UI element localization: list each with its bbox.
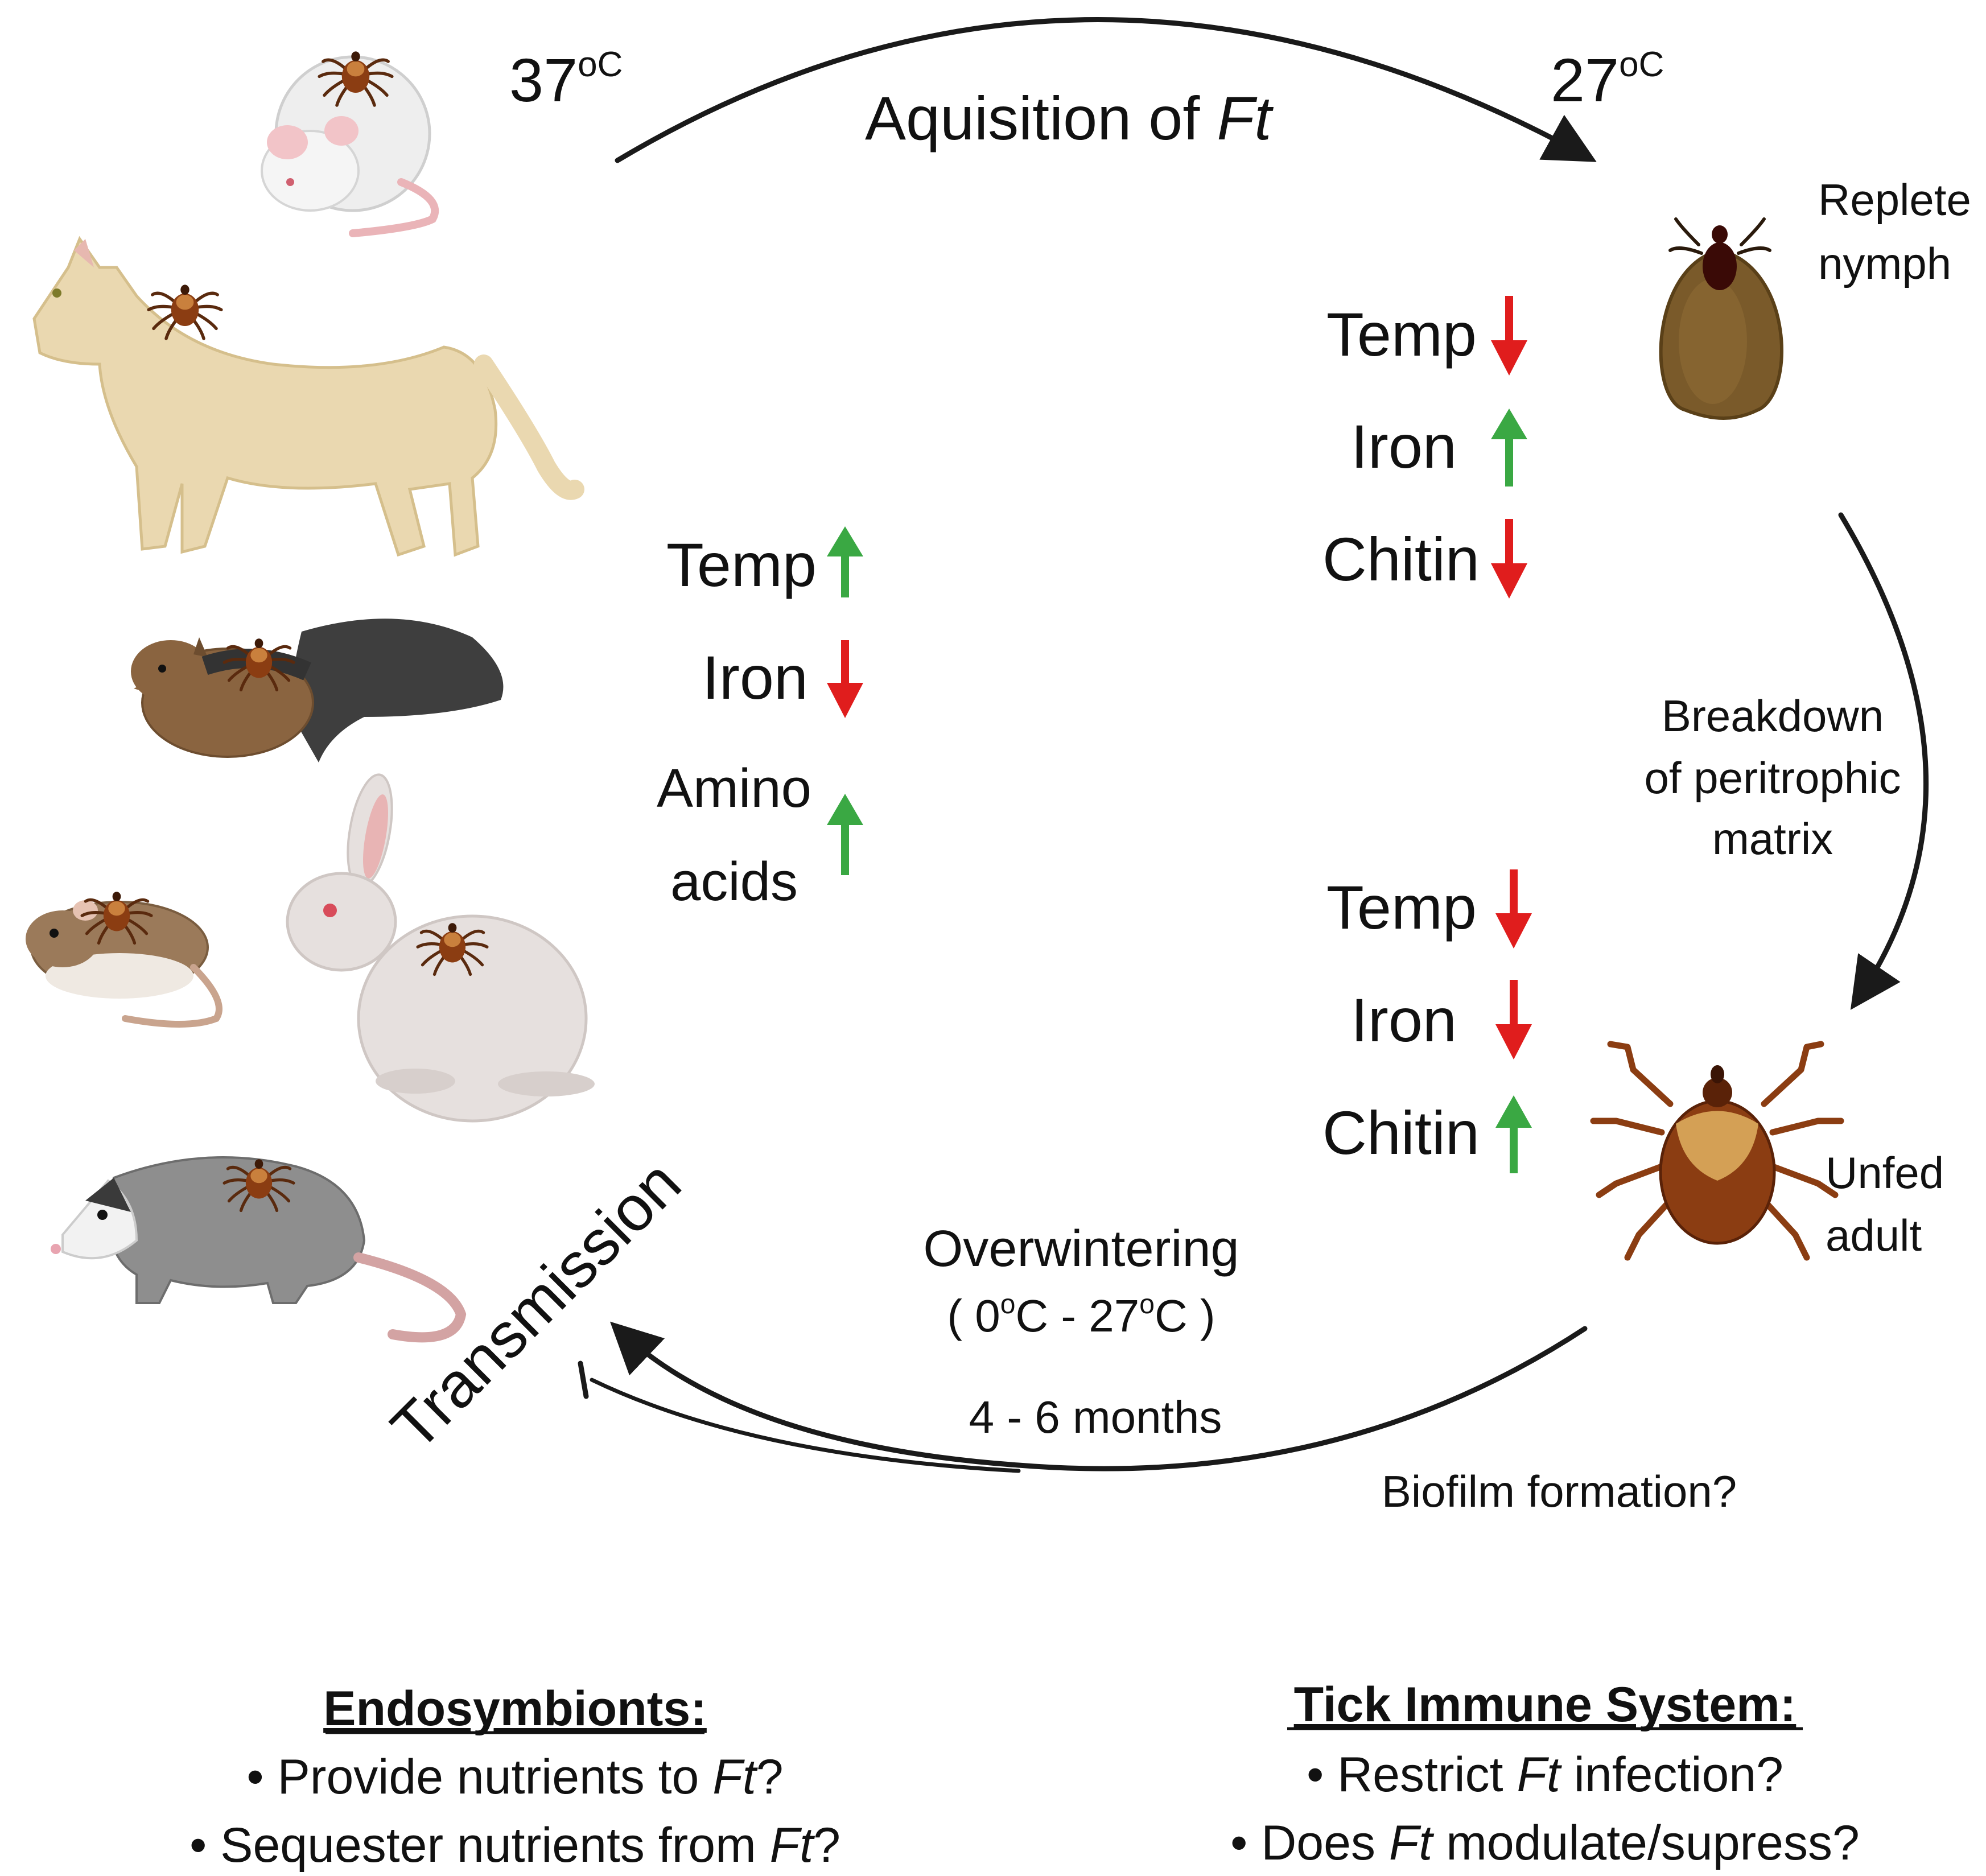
nymph-temp-label: Temp [1326, 300, 1477, 369]
unfed-adult-icon [1590, 1041, 1844, 1261]
cat-host-icon [32, 236, 584, 557]
cycle-arrows [578, 17, 1929, 1473]
breakdown-arrow [1838, 512, 1929, 1010]
nymph-chitin-down-arrow [1491, 519, 1527, 599]
inhibition-bar [578, 1360, 589, 1399]
nymph-iron-label: Iron [1351, 412, 1457, 481]
adult-temp-label: Temp [1326, 873, 1477, 942]
overwintering-duration: 4 - 6 months [969, 1392, 1222, 1442]
overwintering-title: Overwintering [923, 1221, 1239, 1277]
tick-immune-item-2: • Does Ft modulate/supress? [1230, 1816, 1860, 1870]
host-amino-up-arrow [827, 794, 863, 875]
acquisition-arrow [615, 17, 1597, 163]
tick-immune-section: Tick Immune System: • Restrict Ft infect… [1230, 1677, 1860, 1870]
acquisition-label: Aquisition of Ft [865, 84, 1274, 152]
unfed-adult-label-1: Unfed [1826, 1148, 1944, 1198]
host-temp-up-arrow [827, 526, 863, 597]
tick-immune-heading: Tick Immune System: [1294, 1677, 1797, 1732]
adult-chitin-up-arrow [1495, 1095, 1532, 1173]
mouse-host-icon [261, 51, 439, 237]
host-temperature: 37oC [509, 45, 623, 114]
unfed-adult-label-2: adult [1826, 1210, 1922, 1260]
adult-conditions: Temp Iron Chitin [1322, 869, 1532, 1173]
endosymbionts-item-1: • Provide nutrients to Ft? [246, 1750, 783, 1804]
rabbit-host-icon [286, 773, 595, 1123]
overwintering-arrow [609, 1321, 1588, 1471]
adult-temp-down-arrow [1495, 869, 1532, 949]
adult-iron-label: Iron [1351, 986, 1457, 1054]
squirrel-host-icon [131, 619, 504, 762]
opossum-host-icon [51, 1156, 467, 1343]
nymph-temp-down-arrow [1491, 296, 1527, 376]
adult-chitin-label: Chitin [1322, 1098, 1480, 1167]
host-iron-down-arrow [827, 640, 863, 718]
nymph-conditions: Temp Iron Chitin [1322, 296, 1527, 599]
breakdown-label-2: of peritrophic [1645, 753, 1901, 803]
tick-immune-item-1: • Restrict Ft infection? [1307, 1747, 1783, 1802]
transmission-label: Transmission [378, 1147, 694, 1463]
endosymbionts-section: Endosymbionts: • Provide nutrients to Ft… [189, 1681, 840, 1873]
replete-nymph-label-2: nymph [1818, 238, 1951, 288]
replete-nymph-label-1: Replete [1818, 175, 1971, 225]
nymph-iron-up-arrow [1491, 409, 1527, 486]
host-iron-label: Iron [702, 643, 808, 712]
replete-nymph-icon [1659, 217, 1783, 420]
endosymbionts-item-2: • Sequester nutrients from Ft? [189, 1818, 840, 1873]
biofilm-label: Biofilm formation? [1382, 1466, 1737, 1516]
nymph-chitin-label: Chitin [1322, 525, 1480, 593]
endosymbionts-heading: Endosymbionts: [323, 1681, 707, 1736]
adult-iron-down-arrow [1495, 980, 1532, 1059]
host-conditions: Temp Iron Amino acids [657, 526, 863, 912]
overwintering-range: ( 0oC - 27oC ) [947, 1289, 1215, 1341]
tick-temperature: 27oC [1551, 45, 1664, 114]
breakdown-label-3: matrix [1712, 814, 1833, 864]
host-amino-label-1: Amino [657, 758, 811, 819]
biofilm-inhibition-line [590, 1378, 1021, 1473]
deer-mouse-host-icon [26, 892, 223, 1028]
host-temp-label: Temp [666, 530, 817, 599]
breakdown-label-1: Breakdown [1662, 691, 1884, 741]
host-amino-label-2: acids [670, 851, 798, 912]
